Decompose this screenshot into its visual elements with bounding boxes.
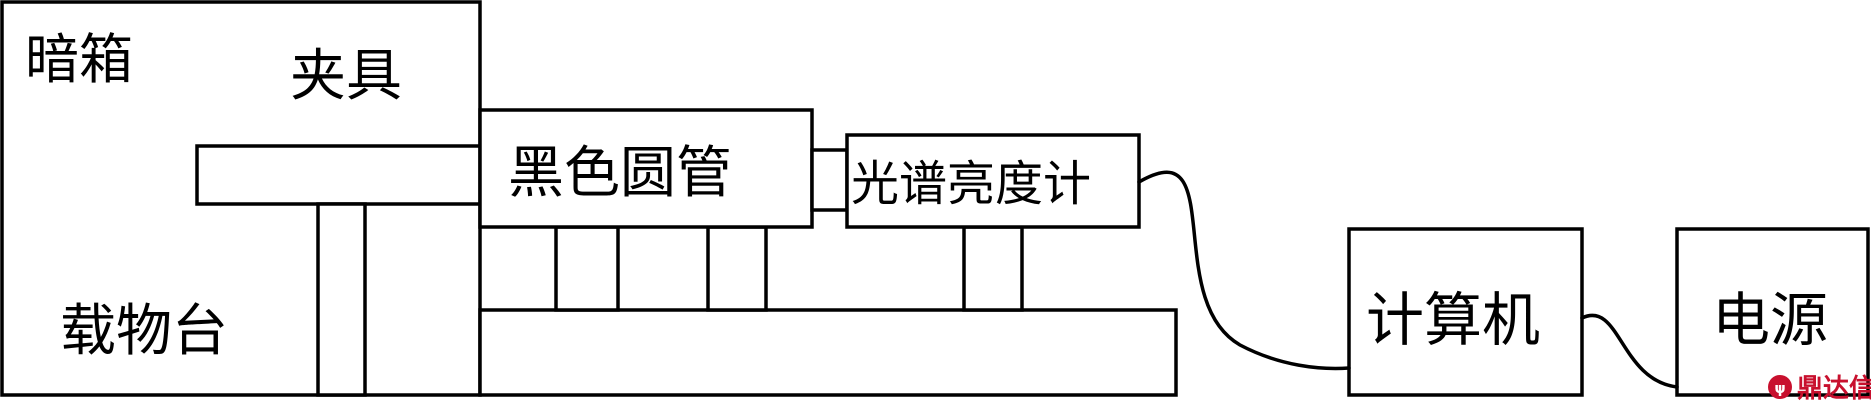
computer-label: 计算机 (1366, 286, 1540, 354)
power-label: 电源 (1712, 286, 1828, 354)
darkbox-label: 暗箱 (25, 28, 133, 91)
fixture-bar (195, 144, 482, 206)
tube-support-right (706, 225, 768, 312)
watermark-logo-mark: ψ (1774, 381, 1785, 397)
watermark-logo-icon (1768, 375, 1792, 399)
cable-computer-to-power (1580, 313, 1679, 389)
tube-support-left (554, 225, 620, 312)
black-tube-box (478, 108, 814, 229)
spectrometer-box (845, 133, 1141, 229)
black-tube-label: 黑色圆管 (508, 141, 732, 206)
computer-box (1347, 227, 1584, 397)
fixture-label: 夹具 (290, 44, 402, 109)
cable-spectrometer-to-computer (1137, 170, 1351, 371)
watermark: ψ 鼎达信 (1768, 374, 1871, 404)
stage-platform (478, 308, 1178, 397)
spectrometer-label: 光谱亮度计 (851, 156, 1091, 212)
watermark-text: 鼎达信 (1797, 374, 1871, 404)
tube-connector (810, 148, 849, 212)
fixture-post (316, 202, 367, 397)
stage-label: 载物台 (60, 299, 228, 364)
spectrometer-support (962, 225, 1024, 312)
